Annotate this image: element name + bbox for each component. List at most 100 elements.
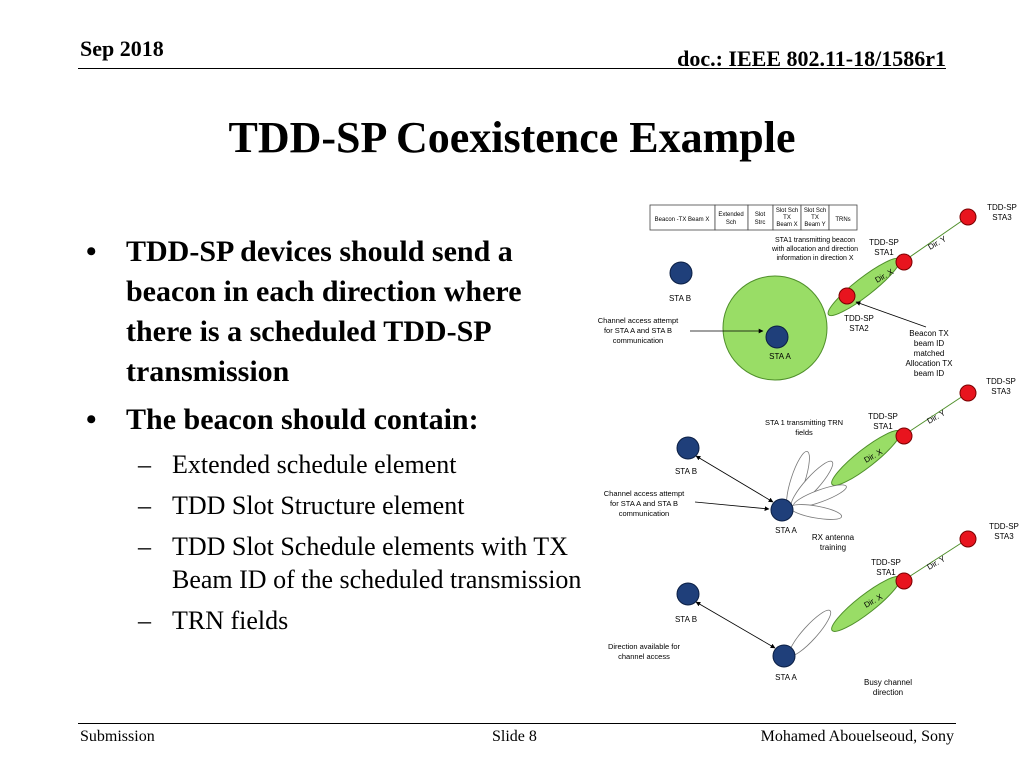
sub-bullet-extended-schedule: – Extended schedule element	[84, 448, 624, 481]
sta1-node	[895, 572, 913, 590]
sub-bullet-marker: –	[138, 532, 151, 561]
sub-bullet-slot-structure: – TDD Slot Structure element	[84, 489, 624, 522]
bullet-text-line: there is a scheduled TDD-SP	[126, 315, 492, 348]
frame-label: Extended	[718, 212, 743, 218]
scenario-caption: STA 1 transmitting TRN	[765, 418, 843, 427]
beam-note: matched	[914, 349, 945, 358]
frame-label: Slot Sch	[804, 208, 826, 214]
sub-bullet-text-line: TDD Slot Schedule elements with TX	[172, 532, 568, 561]
dir-y-label: Dir. Y	[926, 554, 948, 572]
rx-note: training	[820, 543, 846, 552]
frame-label: Beacon -TX Beam X	[655, 217, 710, 223]
sta-a-node	[772, 644, 796, 668]
sub-bullet-text-line: Beam ID of the scheduled transmission	[172, 565, 582, 594]
direction-note: channel access	[618, 652, 670, 661]
bullet-marker: •	[86, 235, 97, 268]
sta-b-node	[669, 261, 693, 285]
channel-note: communication	[613, 336, 663, 345]
scenario-trn-training: STA B STA A Channel access attempt for S…	[604, 377, 1016, 552]
busy-note: direction	[873, 688, 903, 697]
bullet-text-line: beacon in each direction where	[126, 275, 522, 308]
sta3-label: TDD-SP	[987, 203, 1017, 212]
beam-note: Beacon TX	[909, 329, 949, 338]
bullet-text-line: TDD-SP devices should send a	[126, 235, 513, 268]
dir-y-label: Dir. Y	[926, 408, 948, 426]
frame-label: Slot	[755, 212, 766, 218]
busy-note: Busy channel	[864, 678, 912, 687]
sta2-label: TDD-SP	[844, 314, 874, 323]
sta-a-label: STA A	[775, 673, 797, 682]
scenario-caption: with allocation and direction	[771, 246, 858, 253]
sta2-node	[838, 287, 856, 305]
dir-y-label: Dir. Y	[927, 234, 949, 252]
frame-label: Slot Sch	[776, 208, 798, 214]
bullet-text-line: The beacon should contain:	[126, 403, 479, 436]
bullet-tdd-sp-beacon: • TDD-SP devices should send a beacon in…	[84, 232, 624, 392]
beacon-frame-structure: Beacon -TX Beam X Extended Sch Slot Strc…	[649, 204, 858, 231]
scenario-caption: information in direction X	[776, 255, 853, 262]
sta-a-node	[770, 498, 794, 522]
frame-label: Strc	[755, 220, 766, 226]
scenario-caption: STA1 transmitting beacon	[775, 237, 855, 244]
link-sta1-sta3	[903, 217, 967, 262]
header-doc-id: doc.: IEEE 802.11-18/1586r1	[677, 46, 946, 71]
sta2-label: STA2	[849, 324, 869, 333]
footer-rule	[78, 723, 956, 724]
sta3-label: TDD-SP	[986, 377, 1016, 386]
beam-note: beam ID	[914, 339, 944, 348]
beam-note-arrow	[855, 301, 927, 328]
sub-bullet-marker: –	[138, 606, 151, 635]
sta1-label: TDD-SP	[871, 558, 901, 567]
header-rule	[78, 68, 946, 69]
frame-field-slot-sch-y	[800, 204, 830, 231]
sub-bullet-text-line: TRN fields	[172, 606, 289, 635]
sta3-node	[959, 384, 977, 402]
footer-submission: Submission	[80, 728, 155, 745]
frame-label: TRNs	[835, 217, 850, 223]
frame-label: Sch	[726, 220, 736, 226]
sta3-node	[959, 530, 977, 548]
sta-a-sta-b-link	[695, 455, 774, 503]
sta1-label: STA1	[874, 248, 894, 257]
sta-a-label: STA A	[769, 352, 791, 361]
scenario-busy-direction: STA B STA A Direction available for chan…	[608, 522, 1019, 697]
bullet-beacon-contents: • The beacon should contain:	[84, 400, 624, 440]
bullet-text-line: transmission	[126, 355, 290, 388]
sta1-node	[895, 427, 913, 445]
frame-field-trns	[828, 204, 858, 231]
link-sta1-sta3	[903, 539, 967, 581]
sub-bullet-marker: –	[138, 450, 151, 479]
scenario-caption: fields	[795, 428, 813, 437]
footer-slide-number: Slide 8	[492, 728, 537, 745]
scenario-beacon-transmission: STA B STA A Channel access attempt for S…	[598, 203, 1017, 381]
sta1-node	[895, 253, 913, 271]
direction-note: Direction available for	[608, 642, 681, 651]
sta-b-label: STA B	[669, 294, 691, 303]
sta-a-label: STA A	[775, 526, 797, 535]
sta1-label: STA1	[873, 422, 893, 431]
footer-author: Mohamed Abouelseoud, Sony	[760, 728, 954, 745]
sub-bullet-text-line: Extended schedule element	[172, 450, 457, 479]
channel-note: Channel access attempt	[598, 316, 679, 325]
sta-b-label: STA B	[675, 615, 697, 624]
link-sta1-sta3	[903, 393, 967, 436]
sta-b-node	[676, 436, 700, 460]
frame-field-extended-sch	[714, 204, 749, 231]
header-date: Sep 2018	[80, 36, 164, 61]
sta-b-label: STA B	[675, 467, 697, 476]
sta1-beam-x	[827, 257, 901, 317]
channel-note: communication	[619, 509, 669, 518]
rx-lobe	[789, 504, 843, 520]
sub-bullet-text-line: TDD Slot Structure element	[172, 491, 465, 520]
sub-bullet-marker: –	[138, 491, 151, 520]
sub-bullet-slot-schedule: – TDD Slot Schedule elements with TX Bea…	[84, 530, 624, 596]
frame-field-slot-strc	[747, 204, 774, 231]
sta-b-node	[676, 582, 700, 606]
sta1-label: TDD-SP	[868, 412, 898, 421]
slide-title: TDD-SP Coexistence Example	[228, 113, 796, 162]
channel-note: for STA A and STA B	[604, 326, 672, 335]
frame-field-beacon	[649, 204, 716, 231]
frame-label: TX	[783, 215, 791, 221]
frame-label: TX	[811, 215, 819, 221]
sta3-label: STA3	[994, 532, 1014, 541]
